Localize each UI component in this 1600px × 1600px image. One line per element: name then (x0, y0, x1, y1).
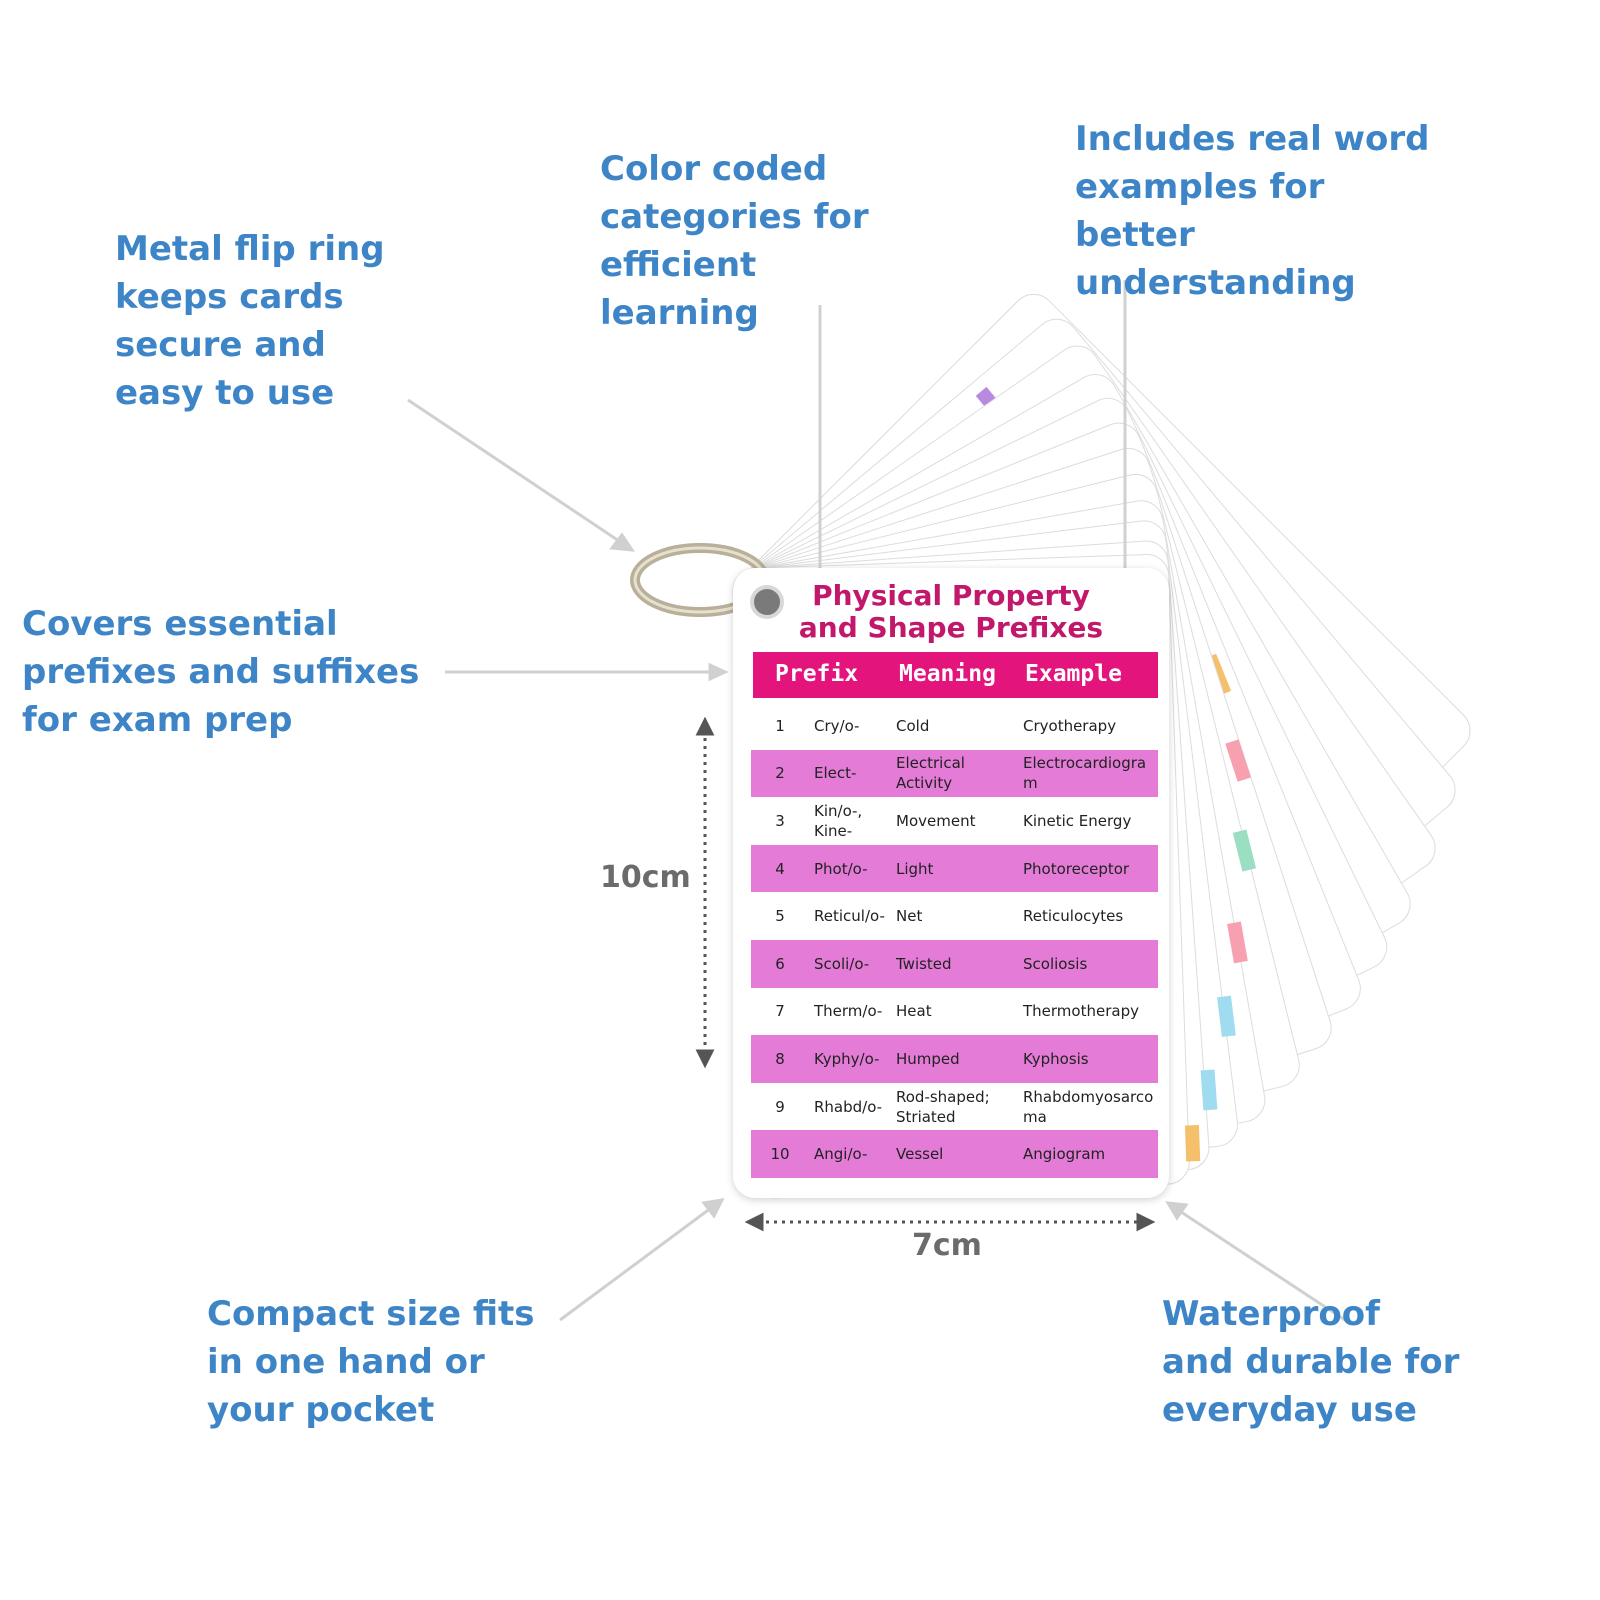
row-example: Rhabdomyosarcoma (1023, 1087, 1154, 1126)
row-meaning: Net (896, 907, 923, 926)
card-title-line1: Physical Property (812, 579, 1090, 612)
row-example: Electrocardiogram (1023, 754, 1147, 793)
table-row: 7 Therm/o- Heat Thermotherapy (751, 988, 1158, 1036)
callout-metal-ring: Metal flip ring keeps cards secure and e… (115, 229, 385, 413)
header-example: Example (1025, 661, 1122, 687)
row-meaning: Movement (896, 811, 976, 830)
card-title: Physical Property and Shape Prefixes (733, 580, 1169, 644)
table-body: 1 Cry/o- Cold Cryotherapy 2 Elect- Electrical … (751, 702, 1158, 1178)
table-row: 1 Cry/o- Cold Cryotherapy (751, 702, 1158, 750)
table-row: 10 Angi/o- Vessel Angiogram (751, 1130, 1158, 1178)
row-example: Angiogram (1023, 1145, 1106, 1164)
row-prefix: Reticul/o- (814, 907, 885, 926)
ring-hole (750, 585, 784, 619)
row-prefix: Kyphy/o- (814, 1049, 880, 1068)
dimension-lines (695, 716, 1156, 1232)
row-number: 9 (775, 1097, 785, 1116)
row-example: Thermotherapy (1023, 1002, 1139, 1021)
row-number: 3 (775, 811, 785, 830)
row-number: 5 (775, 907, 785, 926)
row-meaning: Humped (896, 1049, 960, 1068)
table-header: Prefix Meaning Example (753, 652, 1158, 698)
width-label: 7cm (912, 1228, 982, 1263)
row-prefix: Rhabd/o- (814, 1097, 883, 1116)
row-example: Scoliosis (1023, 954, 1088, 973)
callout-word-examples: Includes real word examples for better u… (1075, 119, 1430, 303)
row-prefix: Therm/o- (814, 1002, 883, 1021)
table-row: 4 Phot/o- Light Photoreceptor (751, 844, 1158, 893)
row-example: Reticulocytes (1023, 907, 1124, 926)
row-number: 2 (775, 764, 785, 783)
row-example: Kinetic Energy (1023, 811, 1132, 830)
callout-arrows (407, 280, 1346, 1322)
callout-compact-size: Compact size fits in one hand or your po… (207, 1294, 535, 1430)
height-label: 10cm (600, 860, 691, 895)
row-meaning: Electrical Activity (896, 754, 965, 793)
flashcard-front: Physical Property and Shape Prefixes Pre… (733, 568, 1169, 1198)
table-row: 3 Kin/o-, Kine- Movement Kinetic Energy (751, 797, 1158, 845)
card-title-line2: and Shape Prefixes (798, 611, 1104, 644)
row-number: 1 (775, 716, 785, 735)
row-prefix: Scoli/o- (814, 954, 870, 973)
callout-waterproof: Waterproof and durable for everyday use (1162, 1294, 1460, 1430)
row-number: 6 (775, 954, 785, 973)
row-prefix: Phot/o- (814, 859, 868, 878)
row-prefix: Elect- (814, 764, 857, 783)
row-example: Photoreceptor (1023, 859, 1130, 878)
table-row: 8 Kyphy/o- Humped Kyphosis (751, 1035, 1158, 1083)
row-number: 10 (770, 1145, 790, 1164)
row-meaning: Vessel (896, 1145, 944, 1164)
row-number: 8 (775, 1049, 785, 1068)
row-example: Kyphosis (1023, 1049, 1089, 1068)
callout-covers-prefixes: Covers essential prefixes and suffixes f… (22, 604, 420, 740)
callout-color-coded: Color coded categories for efficient lea… (600, 149, 869, 333)
row-number: 7 (775, 1002, 785, 1021)
row-number: 4 (775, 859, 785, 878)
table-row: 9 Rhabd/o- Rod-shaped; Striated Rhabdomyosa… (751, 1083, 1158, 1131)
row-example: Cryotherapy (1023, 716, 1117, 735)
table-row: 5 Reticul/o- Net Reticulocytes (751, 892, 1158, 940)
header-meaning: Meaning (899, 661, 996, 687)
row-prefix: Kin/o-, Kine- (814, 801, 863, 840)
row-prefix: Cry/o- (814, 716, 860, 735)
row-meaning: Cold (896, 716, 930, 735)
table-row: 2 Elect- Electrical Activity Electrocardiog… (751, 749, 1158, 798)
row-meaning: Twisted (896, 954, 952, 973)
row-meaning: Rod-shaped; Striated (896, 1087, 990, 1126)
row-prefix: Angi/o- (814, 1145, 868, 1164)
header-prefix: Prefix (775, 661, 859, 687)
row-meaning: Light (896, 859, 934, 878)
table-row: 6 Scoli/o- Twisted Scoliosis (751, 939, 1158, 988)
row-meaning: Heat (896, 1002, 932, 1021)
